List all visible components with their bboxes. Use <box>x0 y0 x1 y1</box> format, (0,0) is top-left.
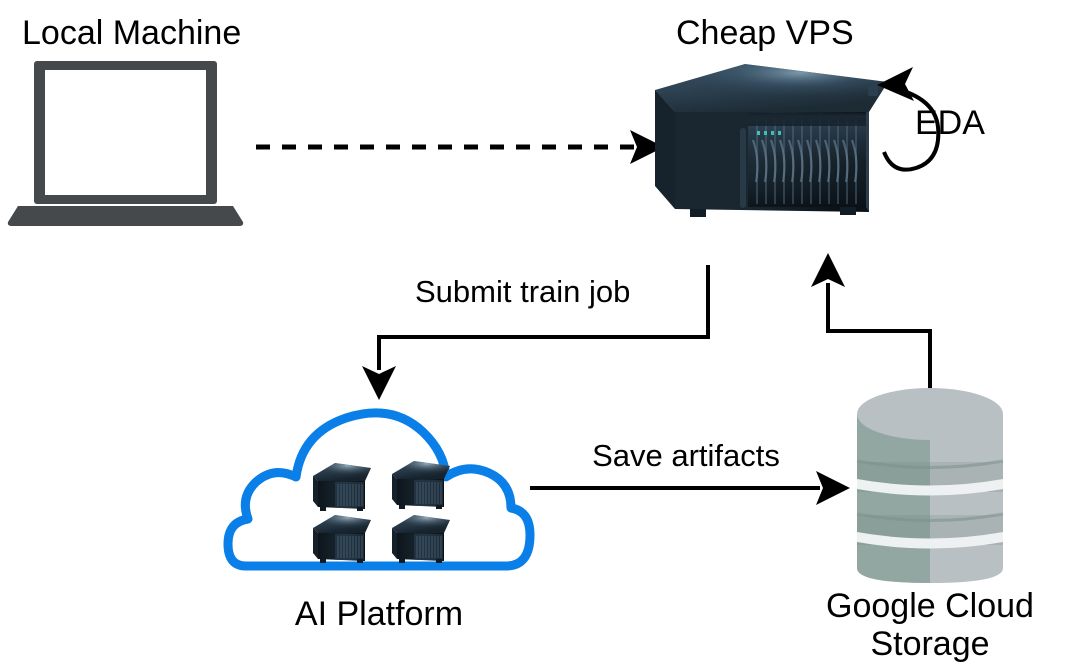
mini-server-icon-4 <box>392 515 450 563</box>
arrowhead-to-gcs <box>816 471 850 505</box>
mini-server-icon-2 <box>392 461 450 509</box>
mini-server-icon-3 <box>313 515 371 563</box>
gcs-label-line1: Google Cloud <box>826 587 1034 625</box>
cloud-icon <box>223 408 535 571</box>
server-rack-icon <box>655 64 888 217</box>
eda-label: EDA <box>915 104 985 142</box>
server-status-leds <box>757 131 781 135</box>
submit-train-job-label: Submit train job <box>415 274 630 309</box>
arrowhead-to-ai-platform <box>362 366 396 400</box>
node-local-machine[interactable]: Local Machine <box>7 14 244 226</box>
mini-server-icon-1 <box>313 463 371 511</box>
connector-vps-to-ai-platform: Submit train job <box>362 265 710 400</box>
connector-vps-self-loop-eda: EDA <box>877 67 985 172</box>
connector-gcs-to-vps <box>811 253 932 403</box>
ai-platform-label: AI Platform <box>295 595 463 633</box>
connector-ai-platform-to-gcs: Save artifacts <box>530 438 850 505</box>
laptop-icon <box>7 61 244 226</box>
database-cylinder-icon <box>856 388 1004 583</box>
connector-local-machine-to-vps <box>256 130 664 164</box>
save-artifacts-label: Save artifacts <box>592 438 780 473</box>
arrowhead-to-vps-return <box>811 253 845 287</box>
node-ai-platform[interactable]: AI Platform <box>223 408 535 633</box>
arrowhead-eda-loop <box>877 67 914 101</box>
local-machine-label: Local Machine <box>22 14 241 52</box>
arrowhead-to-vps <box>630 130 664 164</box>
cheap-vps-label: Cheap VPS <box>676 14 854 52</box>
gcs-label-line2: Storage <box>870 625 989 663</box>
node-cheap-vps[interactable]: Cheap VPS <box>655 14 888 217</box>
node-google-cloud-storage[interactable]: Google Cloud Storage <box>826 388 1034 663</box>
